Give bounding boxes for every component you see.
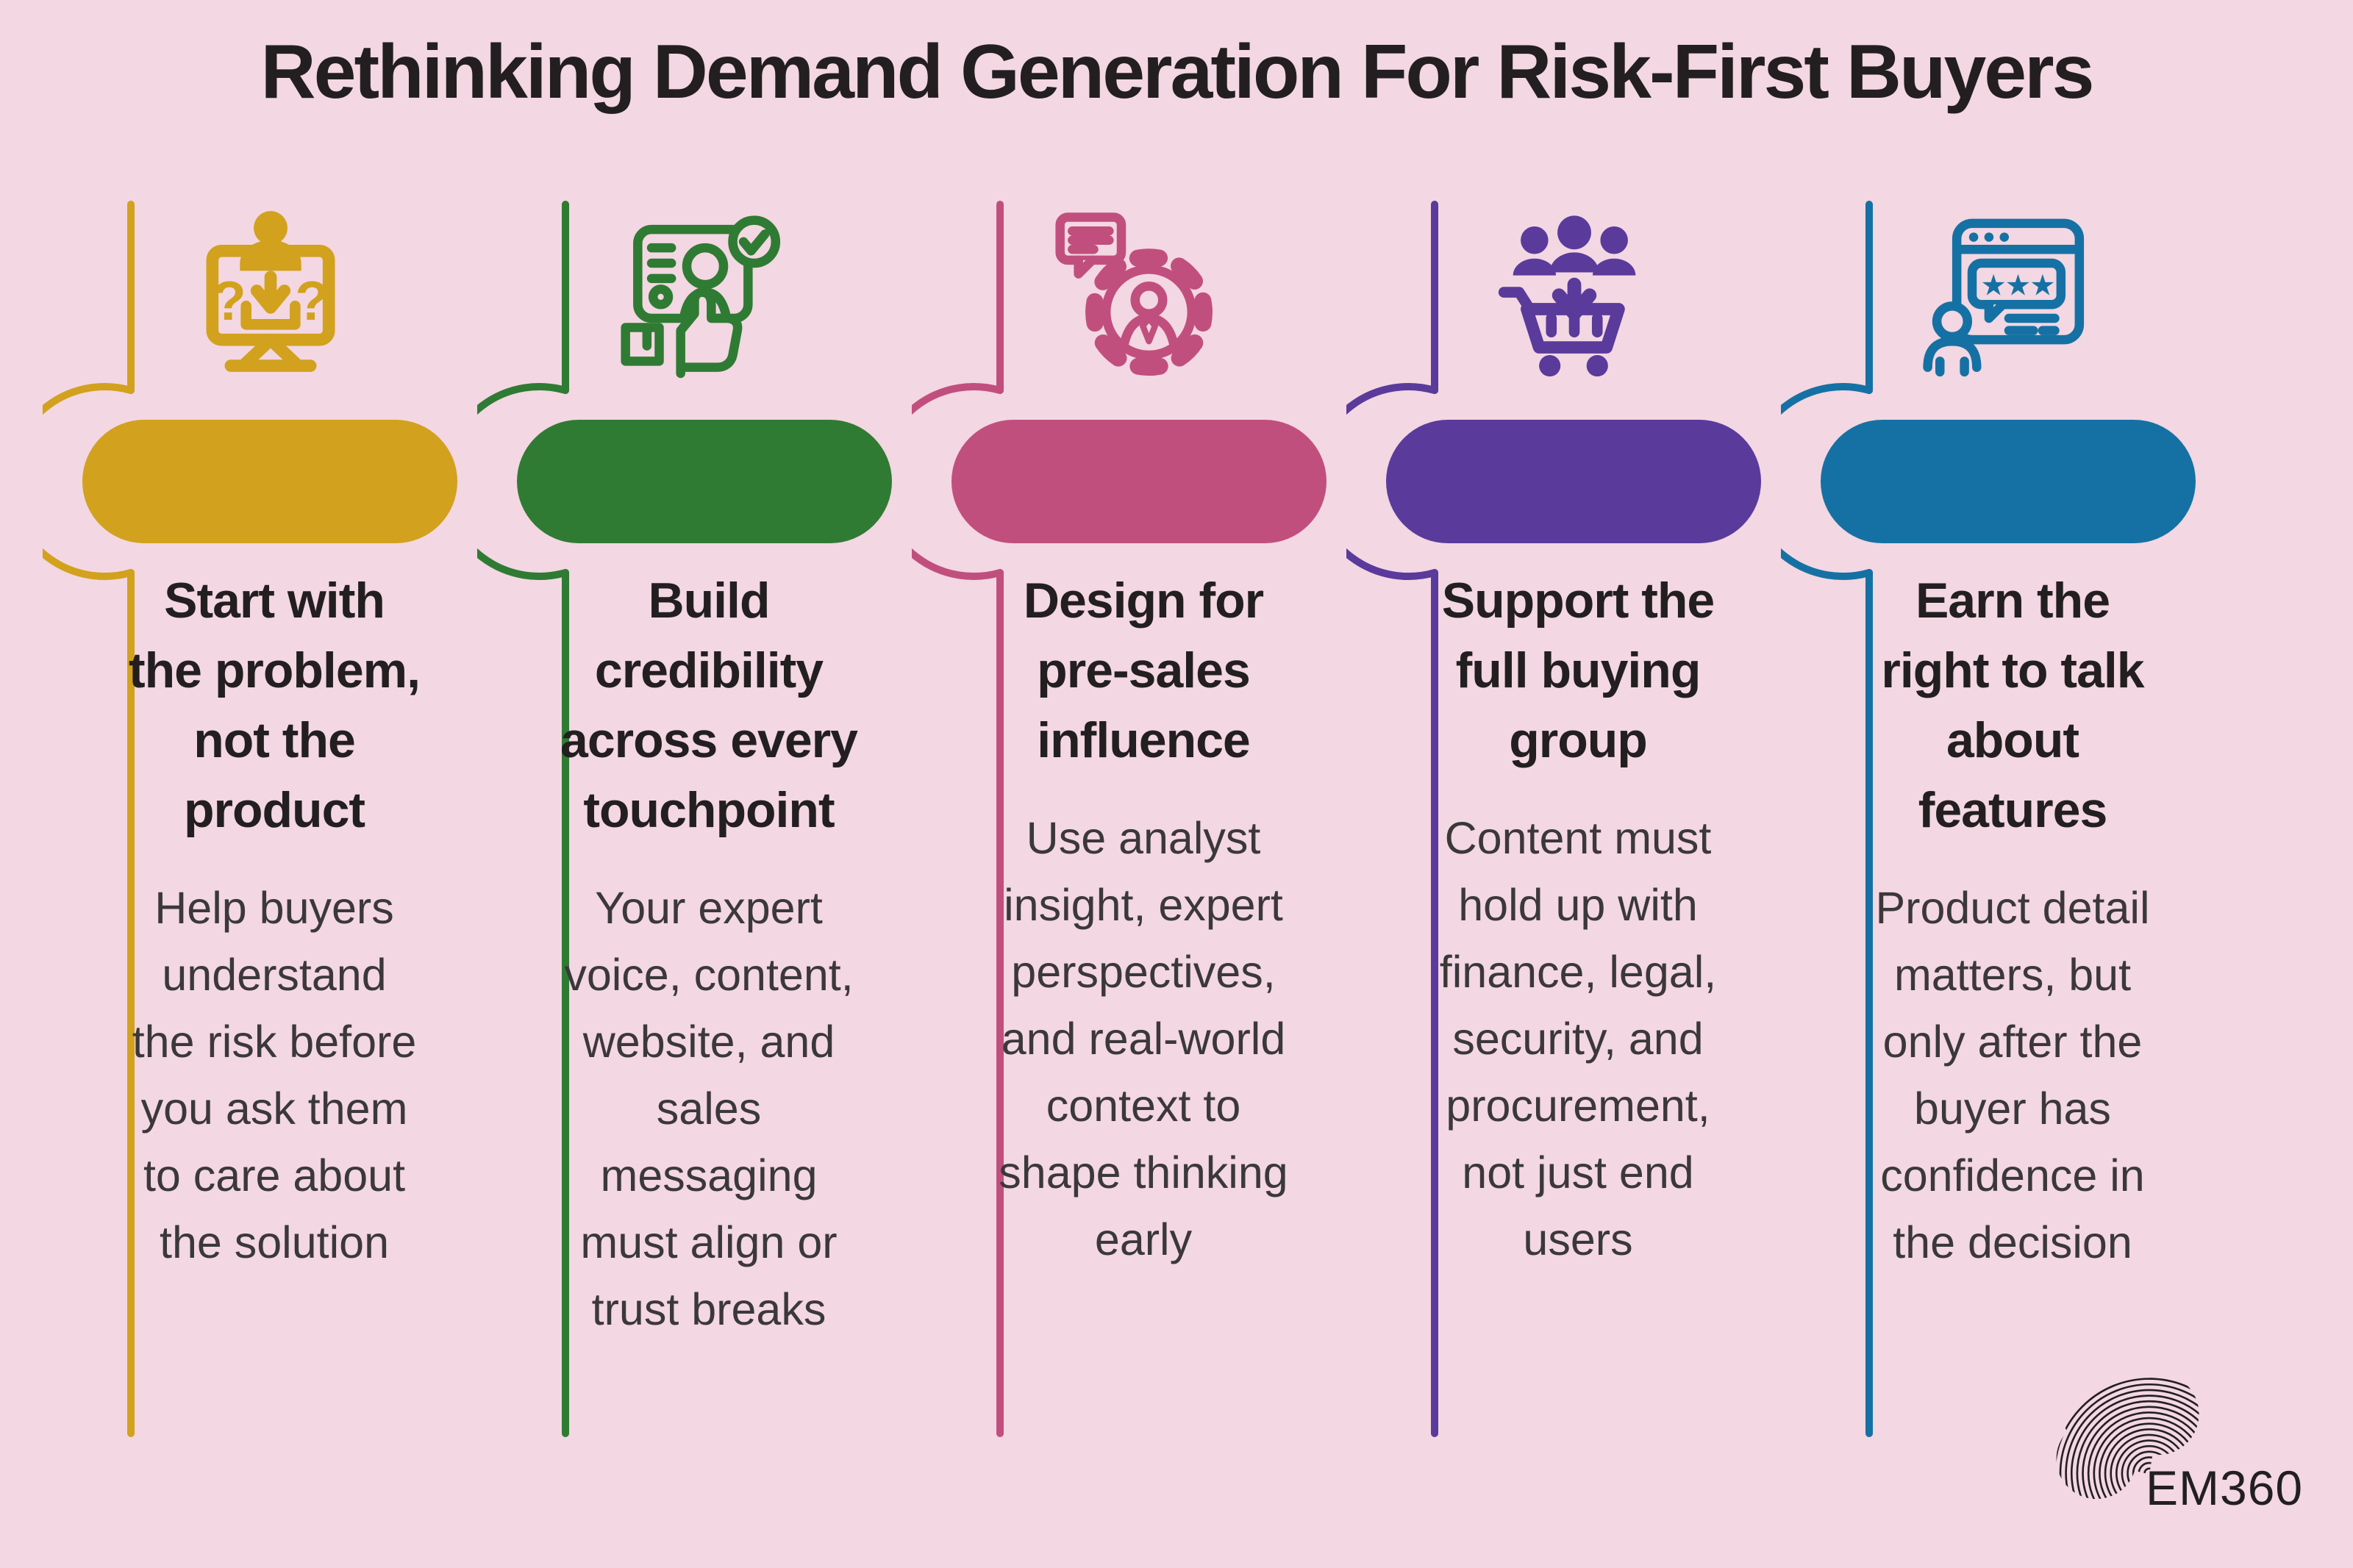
em360-logo: EM360 [2052,1364,2353,1548]
monitor-user-download-questions-icon: ?? [206,211,335,372]
column-connector-line [477,201,892,1437]
column-texts: Earn the right to talk about features Pr… [1796,566,2229,1276]
column-heading: Design for pre-sales influence [1023,573,1264,768]
pill-wrap-arc [1781,383,1873,580]
column-texts: Build credibility across every touchpoin… [492,566,926,1343]
icon-slot [1482,206,1666,394]
column-connector-line [912,201,1327,1437]
icon-slot [1048,206,1232,394]
buying-group-cart-icon [1498,215,1636,377]
column-body: Content must hold up with finance, legal… [1439,813,1717,1264]
svg-text:★: ★ [1980,269,2006,303]
em360-logo-text: EM360 [2146,1461,2304,1515]
icon-slot [613,206,797,394]
column-heading: Start with the problem, not the product [128,573,421,838]
svg-text:?: ? [295,270,329,332]
pillar-column-1: ?? Start with the problem, not the produ… [43,198,513,1514]
page-title: Rethinking Demand Generation For Risk-Fi… [260,29,2095,115]
column-texts: Support the full buying group Content mu… [1361,566,1795,1273]
svg-text:★: ★ [2005,269,2031,303]
color-pill [1386,420,1761,543]
pillar-column-4: Support the full buying group Content mu… [1346,198,1817,1514]
column-texts: Design for pre-sales influence Use analy… [926,566,1360,1273]
color-pill [82,420,457,543]
pillar-column-3: Design for pre-sales influence Use analy… [912,198,1382,1514]
column-connector-line [43,201,457,1437]
em360-spiral-logo-icon [2056,1378,2199,1500]
browser-star-review-icon: ★★★ [1923,218,2085,377]
column-body: Use analyst insight, expert perspectives… [999,813,1288,1264]
pill-wrap-arc [477,383,569,580]
svg-text:★: ★ [2029,269,2055,303]
pill-wrap-arc [1346,383,1438,580]
pillar-column-5: ★★★ Earn the right to talk about feature… [1781,198,2252,1514]
column-heading: Build credibility across every touchpoin… [560,573,858,838]
pill-wrap-arc [912,383,1004,580]
column-body: Help buyers understand the risk before y… [132,883,417,1267]
column-heading: Earn the right to talk about features [1881,573,2144,838]
pillar-column-2: Build credibility across every touchpoin… [477,198,948,1514]
column-heading: Support the full buying group [1441,573,1715,768]
icon-slot: ★★★ [1917,206,2101,394]
column-texts: Start with the problem, not the product … [57,566,491,1276]
color-pill [951,420,1327,543]
color-pill [517,420,892,543]
column-connector-line [1781,201,2196,1437]
column-body: Product detail matters, but only after t… [1875,883,2150,1267]
color-pill [1821,420,2196,543]
column-connector-line [1346,201,1761,1437]
column-body: Your expert voice, content, website, and… [564,883,854,1334]
icon-slot: ?? [179,206,363,394]
svg-text:?: ? [213,270,246,332]
screen-person-thumbs-up-check-icon [621,215,781,379]
pill-wrap-arc [43,383,135,580]
gear-person-chat-icon [1055,212,1213,376]
